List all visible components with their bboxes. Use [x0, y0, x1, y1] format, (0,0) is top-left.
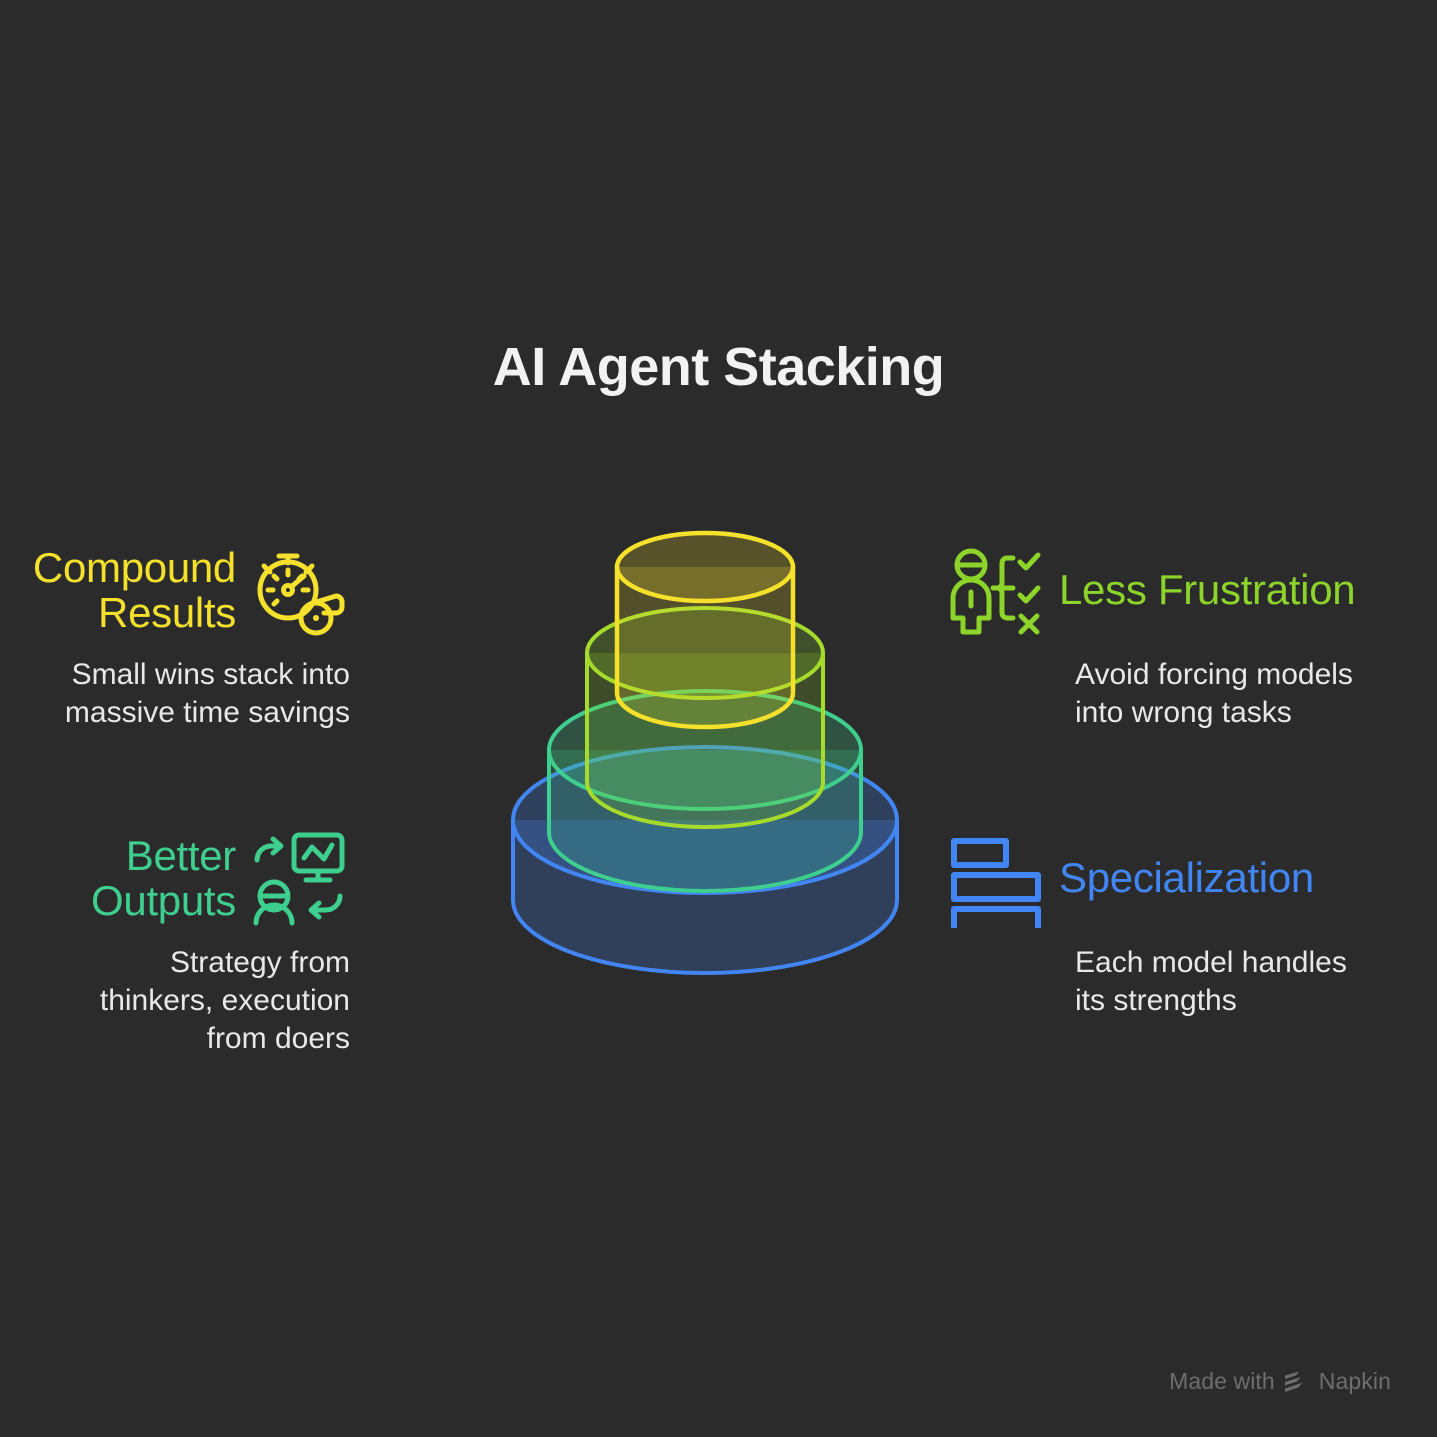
quadrant-label-specialization: Specialization — [1059, 854, 1314, 902]
quadrant-label-less-frustration: Less Frustration — [1059, 566, 1356, 614]
cylinder-better-outputs — [547, 689, 863, 893]
napkin-logo-icon — [1284, 1371, 1303, 1392]
cylinder-less-frustration — [585, 606, 825, 829]
quadrant-header: Specialization — [945, 828, 1425, 928]
stopwatch-whistle-icon — [257, 553, 345, 636]
quadrant-description-specialization: Each model handles its strengths — [1075, 946, 1347, 1017]
quadrant-header: Compound Results — [0, 540, 350, 640]
page-title: AI Agent Stacking — [492, 337, 945, 397]
quadrant-label-compound-results: Compound Results — [32, 543, 236, 636]
quadrant-better-outputs[interactable]: Better Outputs Strategy from thinkers, e… — [0, 828, 350, 1057]
quadrant-label-better-outputs: Better Outputs — [91, 831, 236, 924]
quadrant-less-frustration[interactable]: Less Frustration Avoid forcing models in… — [945, 540, 1425, 732]
quadrant-specialization[interactable]: Specialization Each model handles its st… — [945, 828, 1425, 1020]
cylinder-specialization — [511, 745, 899, 975]
quadrant-compound-results[interactable]: Compound Results — [0, 540, 350, 732]
watermark-prefix: Made with — [1169, 1368, 1275, 1394]
quadrant-header: Better Outputs — [0, 828, 350, 928]
quadrant-description-less-frustration: Avoid forcing models into wrong tasks — [1075, 658, 1353, 729]
quadrant-header: Less Frustration — [945, 540, 1425, 640]
quadrant-description-compound-results: Small wins stack into massive time savin… — [64, 658, 350, 729]
watermark-brand: Napkin — [1318, 1368, 1391, 1394]
napkin-watermark[interactable]: Made with Napkin — [1169, 1368, 1391, 1395]
stacked-cylinders-graphic — [511, 530, 899, 975]
person-monitor-arrows-icon — [253, 832, 345, 926]
stacked-bars-icon — [951, 838, 1041, 928]
cylinder-compound-results — [614, 530, 796, 730]
quadrant-description-better-outputs: Strategy from thinkers, execution from d… — [99, 946, 350, 1055]
person-checklist-icon — [950, 548, 1041, 635]
